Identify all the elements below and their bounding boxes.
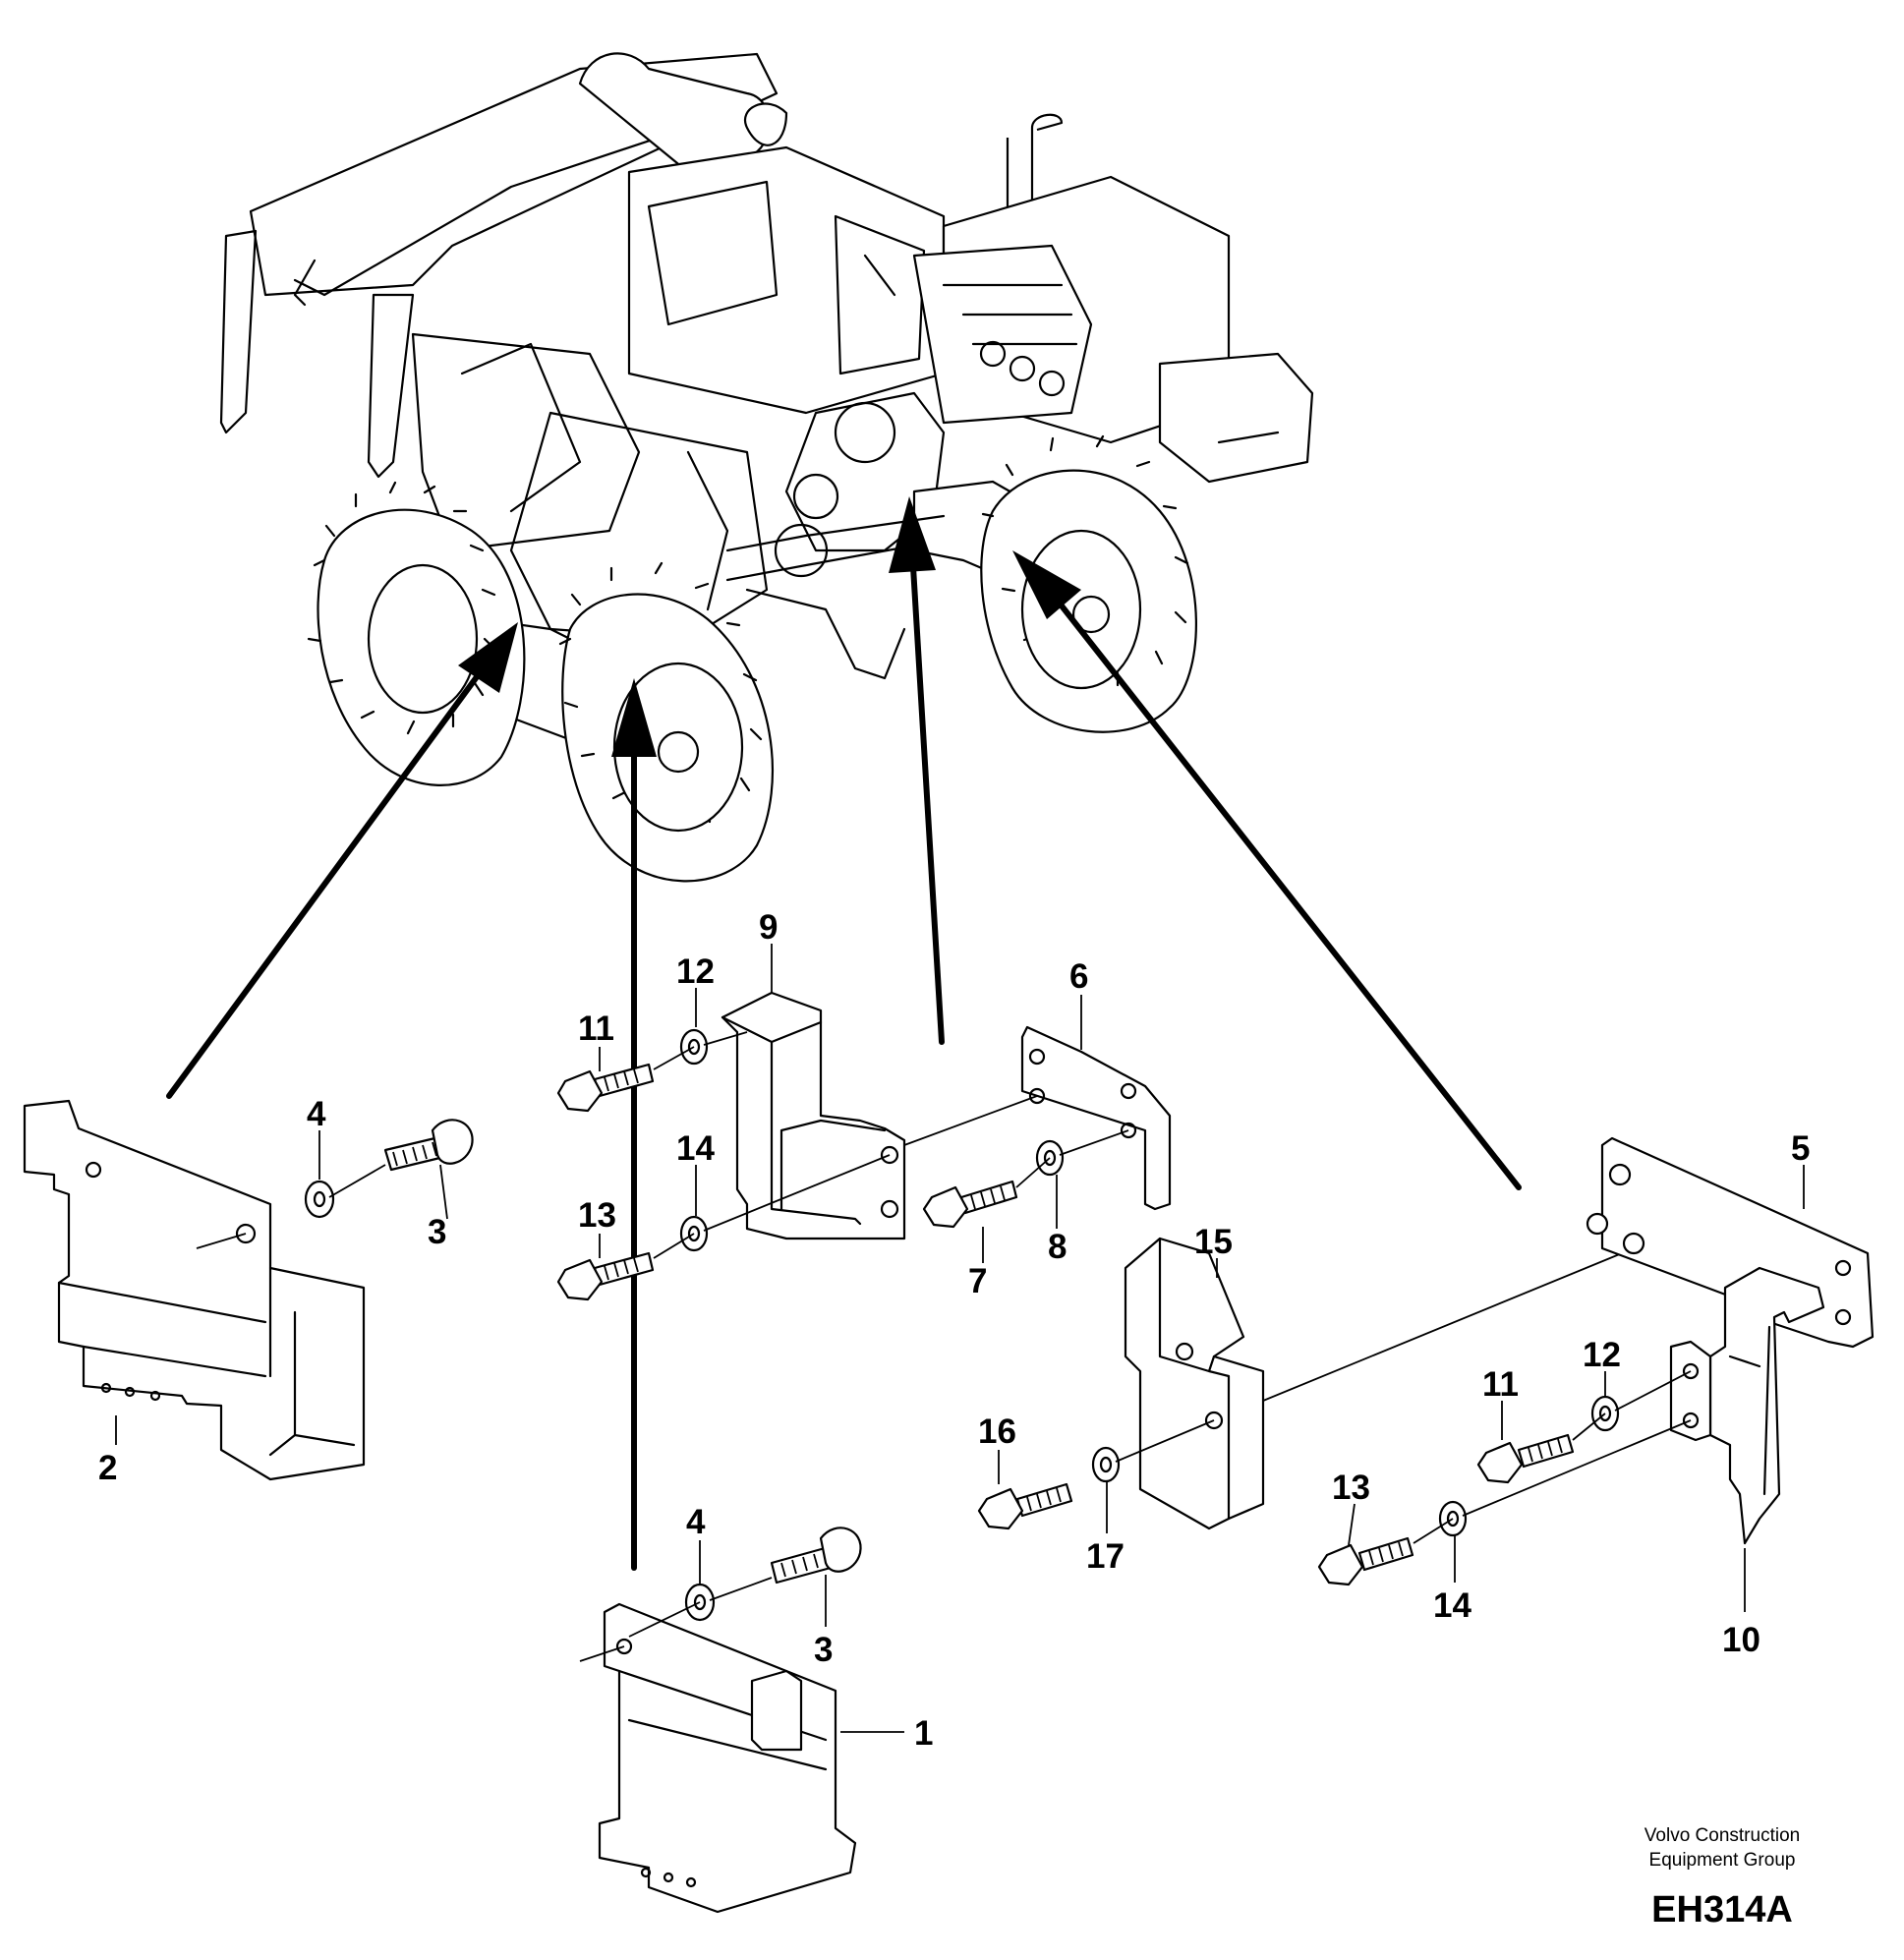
part-2-guard-plate [23,1099,366,1481]
callout-13: 13 [1332,1469,1370,1507]
part-10-hook [1317,1266,1825,1586]
part-9-bracket [721,991,906,1240]
drawing-code: EH314A [1651,1889,1793,1931]
part-15-block [977,1237,1623,1530]
credit-line-1: Volvo Construction [1644,1825,1800,1846]
callout-6: 6 [1069,957,1088,996]
callout-11: 11 [1482,1365,1519,1404]
credit-line-2: Equipment Group [1649,1850,1796,1871]
callout-5: 5 [1791,1129,1810,1168]
callout-15: 15 [1194,1223,1233,1261]
callout-16: 16 [978,1412,1016,1451]
wheel-front-right [558,561,775,883]
fastener-set-left [304,1119,474,1219]
callout-4: 4 [307,1095,326,1133]
callout-4-bottom: 4 [686,1503,706,1541]
callout-numbers: 1 2 3 4 5 6 7 8 9 10 11 12 13 14 15 16 1… [98,908,1810,1753]
callout-14-center: 14 [676,1129,715,1168]
callout-10: 10 [1722,1621,1760,1659]
fastener-set-center [556,1028,891,1301]
callout-1: 1 [914,1714,933,1753]
arrow-part-9 [909,548,945,1045]
part-1-guard-plate [579,1602,857,1914]
callout-7: 7 [968,1262,987,1300]
callout-12: 12 [1583,1336,1621,1374]
wheel-loader-illustration [219,52,1314,883]
wheel-rear-right [980,434,1197,733]
callout-9: 9 [759,908,778,947]
footer: Volvo Construction Equipment Group EH314… [1644,1825,1800,1931]
callout-3: 3 [428,1213,446,1251]
part-6-plate [903,1025,1172,1229]
arrow-part-2 [166,661,490,1099]
callout-11-center: 11 [578,1009,614,1048]
callout-8: 8 [1048,1228,1067,1266]
callout-14: 14 [1433,1586,1471,1625]
callout-3-bottom: 3 [814,1631,833,1669]
leader-lines [115,944,1805,1733]
callout-2: 2 [98,1449,117,1487]
assembly-arrows [166,496,1522,1571]
fastener-set-bottom [628,1527,862,1638]
wheel-front-left [307,481,526,786]
callout-17: 17 [1086,1537,1125,1576]
callout-13-center: 13 [578,1196,616,1235]
arrow-part-10 [1054,597,1522,1190]
callout-12-center: 12 [676,952,715,991]
